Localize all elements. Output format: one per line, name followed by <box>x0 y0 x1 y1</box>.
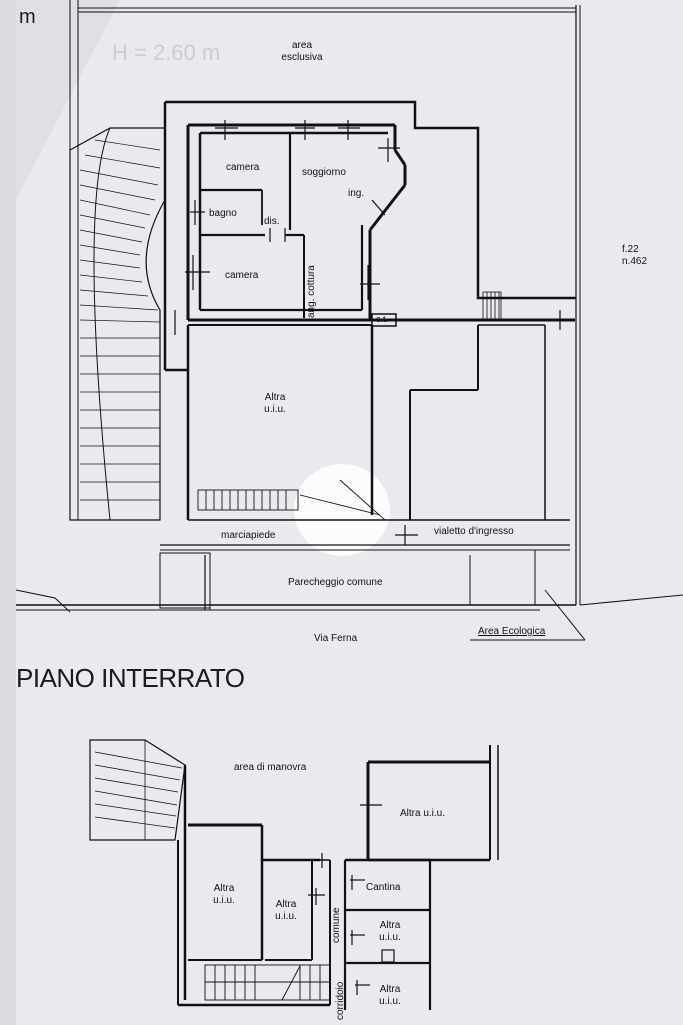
faint-height-note: H = 2.60 m <box>112 40 221 65</box>
label-vialetto: vialetto d'ingresso <box>434 526 514 537</box>
label-camera-top: camera <box>226 162 260 173</box>
label-area-manovra: area di manovra <box>234 762 307 773</box>
label-camera-bottom: camera <box>225 270 259 281</box>
glare-spot <box>294 464 390 556</box>
label-ang-cottura: ang. cottura <box>306 265 317 318</box>
label-area-ecologica: Area Ecologica <box>478 626 546 637</box>
label-altra-bottom: Altra u.i.u. <box>379 984 401 1007</box>
label-altra-small: Altra u.i.u. <box>379 920 401 943</box>
label-altra-right: Altra u.i.u. <box>400 808 446 819</box>
label-cantina: Cantina <box>366 882 401 893</box>
label-corridoio: corridoio <box>335 981 346 1020</box>
label-altra-uiu-ground: Altra u.i.u. <box>264 392 286 415</box>
paper-shadow <box>16 0 120 200</box>
label-bagno: bagno <box>209 208 237 219</box>
label-via: Via Ferna <box>314 633 358 644</box>
label-altra-mid: Altra u.i.u. <box>275 899 297 922</box>
basement-heading: PIANO INTERRATO <box>16 663 245 693</box>
label-soggiorno: soggiorno <box>302 167 346 178</box>
basement-plan <box>89 739 499 1010</box>
corner-text: m <box>19 6 36 28</box>
label-ct: c.t. <box>376 314 389 324</box>
label-parcheggio: Parecheggio comune <box>288 577 383 588</box>
ground-floor-plan <box>15 0 683 641</box>
label-area-esclusiva: area esclusiva <box>281 40 323 63</box>
label-comune: comune <box>331 907 342 943</box>
label-marciapiede: marciapiede <box>221 530 276 541</box>
label-dis: dis. <box>264 216 280 227</box>
label-ing: ing. <box>348 188 365 199</box>
label-altra-left: Altra u.i.u. <box>213 883 235 906</box>
label-parcel: f.22 n.462 <box>622 244 648 267</box>
